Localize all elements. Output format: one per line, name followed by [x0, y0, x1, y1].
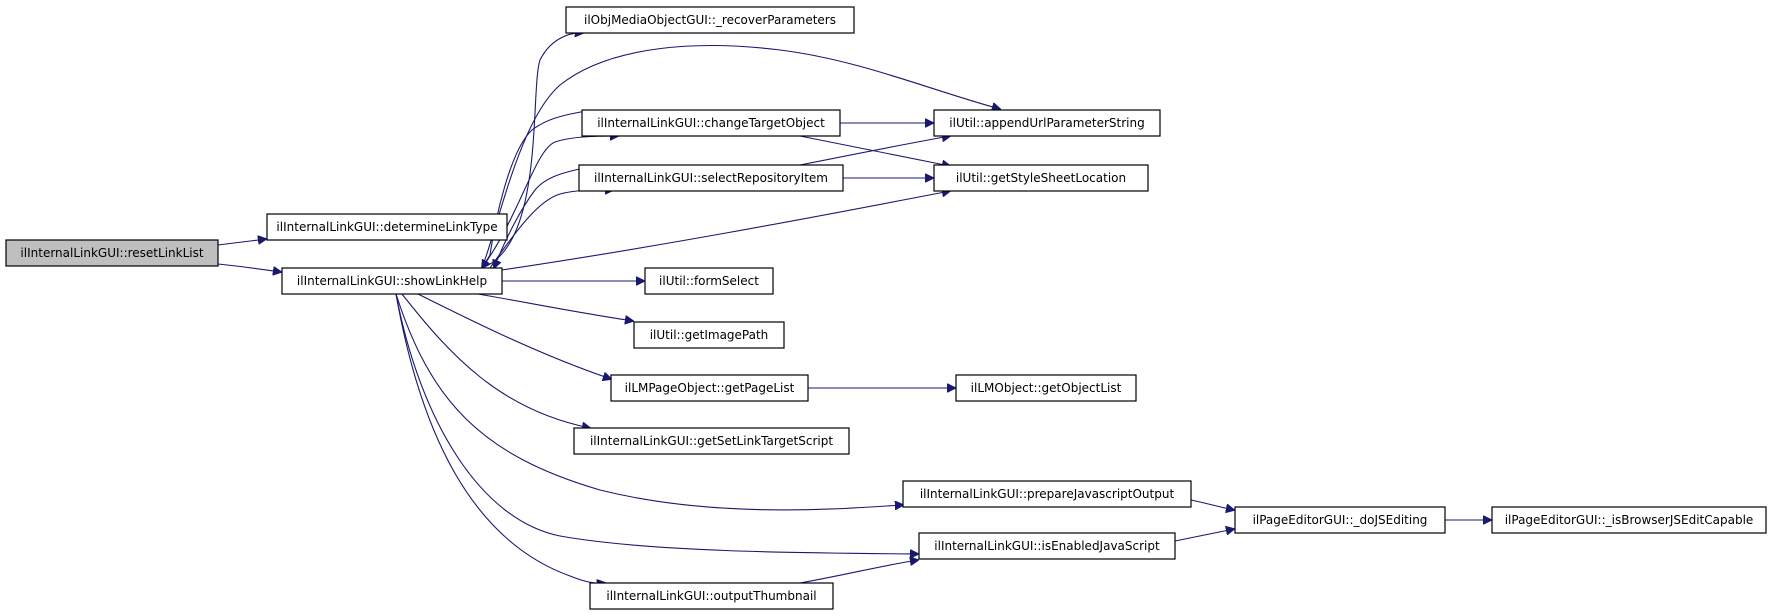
node-getPageList[interactable]: ilLMPageObject::getPageList: [610, 374, 809, 402]
node-box: [1491, 506, 1767, 534]
node-box: [1234, 506, 1446, 534]
node-label: ilInternalLinkGUI::resetLinkList: [20, 246, 203, 260]
edge-showLinkHelp-to-prepareJavascriptOutput: [395, 293, 903, 511]
node-label: ilInternalLinkGUI::prepareJavascriptOutp…: [920, 487, 1175, 501]
edge-showLinkHelp-to-getStyleSheetLocation: [501, 191, 950, 271]
node-label: ilInternalLinkGUI::changeTargetObject: [597, 116, 825, 130]
node-box: [581, 109, 841, 137]
node-label: ilPageEditorGUI::_doJSEditing: [1253, 513, 1428, 527]
node-getStyleSheetLocation[interactable]: ilUtil::getStyleSheetLocation: [933, 164, 1149, 192]
node-label: ilUtil::formSelect: [659, 274, 759, 288]
node-determineLinkType[interactable]: ilInternalLinkGUI::determineLinkType: [266, 213, 508, 241]
node-box: [589, 582, 834, 610]
edge-outputThumbnail-to-isEnabledJavaScript: [799, 560, 918, 584]
node-box: [610, 374, 809, 402]
node-getObjectList[interactable]: ilLMObject::getObjectList: [955, 374, 1137, 402]
node-getSetLinkTargetScript[interactable]: ilInternalLinkGUI::getSetLinkTargetScrip…: [573, 427, 850, 455]
edge-showLinkHelp-to-isEnabledJavaScript: [395, 293, 918, 554]
edge-isEnabledJavaScript-to-doJSEditing: [1174, 529, 1234, 542]
node-label: ilInternalLinkGUI::isEnabledJavaScript: [934, 539, 1160, 553]
node-resetLinkList[interactable]: ilInternalLinkGUI::resetLinkList: [5, 239, 219, 267]
node-outputThumbnail[interactable]: ilInternalLinkGUI::outputThumbnail: [589, 582, 834, 610]
node-box: [565, 6, 855, 34]
node-label: ilUtil::getImagePath: [650, 328, 769, 342]
node-isBrowserJSEditCapable[interactable]: ilPageEditorGUI::_isBrowserJSEditCapable: [1491, 506, 1767, 534]
node-box: [902, 480, 1192, 508]
node-label: ilLMObject::getObjectList: [971, 381, 1122, 395]
edge-resetLinkList-to-determineLinkType: [217, 239, 266, 246]
node-getImagePath[interactable]: ilUtil::getImagePath: [633, 321, 785, 349]
node-label: ilUtil::getStyleSheetLocation: [956, 171, 1126, 185]
node-appendUrlParameterString[interactable]: ilUtil::appendUrlParameterString: [933, 109, 1161, 137]
edge-showLinkHelp-to-getSetLinkTargetScript: [401, 293, 590, 428]
node-box: [933, 109, 1161, 137]
edge-changeTargetObject-to-showLinkHelp: [482, 109, 594, 268]
node-showLinkHelp[interactable]: ilInternalLinkGUI::showLinkHelp: [281, 267, 503, 295]
node-box: [5, 239, 219, 267]
edge-resetLinkList-to-showLinkHelp: [217, 263, 281, 272]
node-box: [644, 267, 774, 295]
node-selectRepositoryItem[interactable]: ilInternalLinkGUI::selectRepositoryItem: [578, 164, 844, 192]
node-label: ilInternalLinkGUI::showLinkHelp: [297, 274, 487, 288]
node-box: [578, 164, 844, 192]
node-changeTargetObject[interactable]: ilInternalLinkGUI::changeTargetObject: [581, 109, 841, 137]
node-prepareJavascriptOutput[interactable]: ilInternalLinkGUI::prepareJavascriptOutp…: [902, 480, 1192, 508]
node-box: [266, 213, 508, 241]
node-box: [955, 374, 1137, 402]
edge-showLinkHelp-to-selectRepositoryItem: [489, 190, 613, 269]
node-label: ilLMPageObject::getPageList: [625, 381, 795, 395]
node-recoverParameters[interactable]: ilObjMediaObjectGUI::_recoverParameters: [565, 6, 855, 34]
edge-showLinkHelp-to-appendUrlParameterString: [481, 45, 1000, 269]
node-box: [933, 164, 1149, 192]
node-label: ilUtil::appendUrlParameterString: [949, 116, 1144, 130]
node-box: [281, 267, 503, 295]
node-box: [918, 532, 1176, 560]
edge-showLinkHelp-to-getPageList: [417, 293, 611, 379]
node-label: ilInternalLinkGUI::outputThumbnail: [606, 589, 816, 603]
node-isEnabledJavaScript[interactable]: ilInternalLinkGUI::isEnabledJavaScript: [918, 532, 1176, 560]
node-label: ilPageEditorGUI::_isBrowserJSEditCapable: [1505, 513, 1754, 527]
edge-changeTargetObject-to-getStyleSheetLocation: [799, 135, 950, 166]
edge-layer: [217, 33, 1491, 584]
node-layer: ilInternalLinkGUI::resetLinkListilIntern…: [5, 6, 1767, 610]
node-box: [573, 427, 850, 455]
node-doJSEditing[interactable]: ilPageEditorGUI::_doJSEditing: [1234, 506, 1446, 534]
edge-prepareJavascriptOutput-to-doJSEditing: [1190, 499, 1234, 510]
edge-selectRepositoryItem-to-appendUrlParameterString: [799, 136, 950, 166]
node-label: ilInternalLinkGUI::selectRepositoryItem: [594, 171, 828, 185]
node-formSelect[interactable]: ilUtil::formSelect: [644, 267, 774, 295]
edge-showLinkHelp-to-getImagePath: [477, 293, 633, 321]
node-box: [633, 321, 785, 349]
node-label: ilInternalLinkGUI::determineLinkType: [276, 220, 497, 234]
edge-showLinkHelp-to-outputThumbnail: [395, 293, 605, 583]
edge-selectRepositoryItem-to-showLinkHelp: [494, 164, 601, 268]
node-label: ilObjMediaObjectGUI::_recoverParameters: [584, 13, 836, 27]
node-label: ilInternalLinkGUI::getSetLinkTargetScrip…: [590, 434, 833, 448]
